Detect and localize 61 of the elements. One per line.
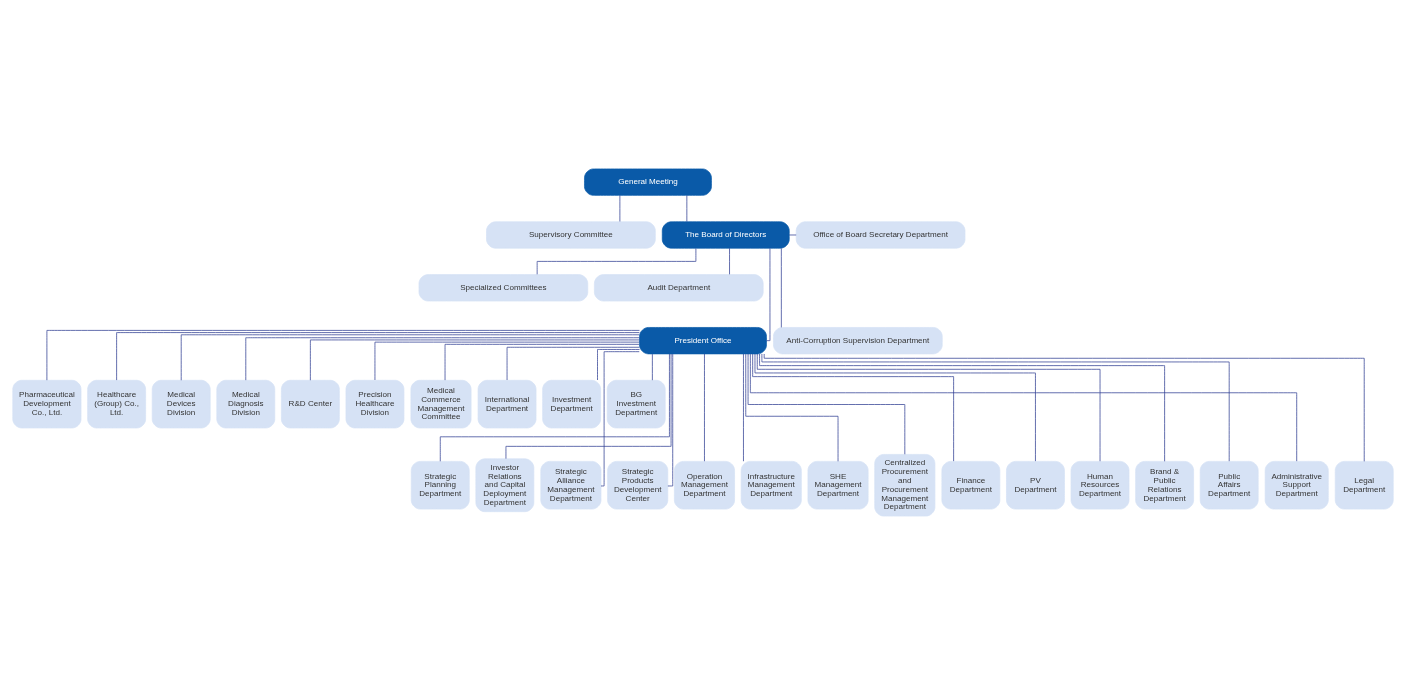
node-box: General Meeting xyxy=(584,168,712,196)
connector xyxy=(686,195,688,222)
connector xyxy=(667,353,674,487)
node-box: Public Affairs Department xyxy=(1199,461,1259,510)
node-box: Finance Department xyxy=(941,461,1001,510)
node-box: Medical Diagnosis Division xyxy=(216,379,276,429)
connector xyxy=(780,248,782,328)
connector xyxy=(46,330,640,381)
node-box: Strategic Planning Department xyxy=(410,461,470,510)
connector xyxy=(439,353,670,462)
node-box: The Board of Directors xyxy=(661,221,790,249)
node-box: Anti-Corruption Supervision Department xyxy=(773,327,943,355)
node-box: Healthcare (Group) Co., Ltd. xyxy=(87,379,146,429)
node-box: Brand & Public Relations Department xyxy=(1135,461,1194,510)
connector xyxy=(245,337,640,381)
connector xyxy=(745,353,839,462)
node-box: BG Investment Department xyxy=(606,379,666,429)
connector xyxy=(747,353,906,455)
node-box: Specialized Committees xyxy=(418,274,589,302)
connector xyxy=(743,353,744,462)
node-box: Audit Department xyxy=(594,274,764,302)
connector xyxy=(704,353,705,462)
connector xyxy=(600,351,640,487)
node-box: Strategic Products Development Center xyxy=(607,461,669,510)
node-box: SHE Management Department xyxy=(807,461,869,510)
node-box: Operation Management Department xyxy=(674,461,735,510)
connector xyxy=(756,353,1101,462)
connector xyxy=(752,353,954,462)
node-box: President Office xyxy=(639,327,767,355)
node-box: Legal Department xyxy=(1334,461,1394,510)
connector xyxy=(310,339,640,381)
connector xyxy=(619,195,621,222)
connector xyxy=(180,334,640,381)
node-box: Centralized Procurement and Procurement Management Department xyxy=(874,454,936,517)
node-box: Office of Board Secretary Department xyxy=(795,221,966,249)
node-box: Pharmaceutical Development Co., Ltd. xyxy=(12,379,82,429)
connector xyxy=(444,343,640,381)
node-box: Strategic Alliance Management Department xyxy=(540,461,602,510)
node-box: Investor Relations and Capital Deployment Department xyxy=(475,458,535,513)
connector xyxy=(374,341,640,381)
connector xyxy=(766,248,771,342)
connector xyxy=(536,248,697,275)
connector xyxy=(506,346,640,381)
node-box: R&D Center xyxy=(281,379,340,429)
connector xyxy=(116,332,640,381)
node-box: Medical Commerce Management Committee xyxy=(410,379,472,429)
node-box: Precision Healthcare Division xyxy=(345,379,405,429)
connector xyxy=(754,353,1036,462)
connector xyxy=(505,353,672,459)
node-box: Supervisory Committee xyxy=(486,221,656,249)
node-box: PV Department xyxy=(1006,461,1065,510)
connector xyxy=(789,234,797,236)
node-box: Investment Department xyxy=(542,379,601,429)
node-box: International Department xyxy=(477,379,537,429)
node-box: Infrastructure Management Department xyxy=(740,461,802,510)
node-box: Medical Devices Division xyxy=(151,379,211,429)
connector xyxy=(597,349,640,381)
node-box: Human Resources Department xyxy=(1070,461,1130,510)
connector xyxy=(729,247,730,275)
connector xyxy=(652,353,653,381)
node-box: Administrative Support Department xyxy=(1264,461,1329,510)
